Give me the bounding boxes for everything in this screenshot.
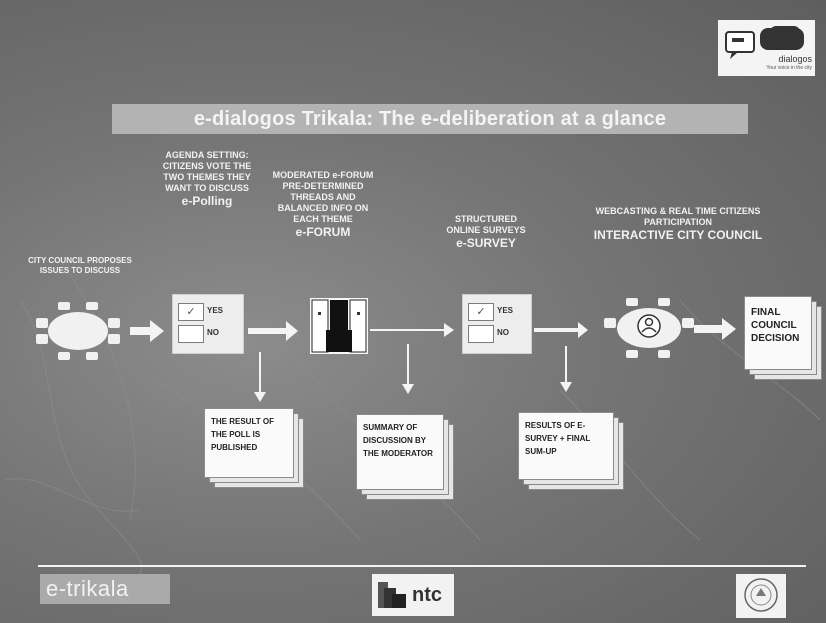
survey-ballot: ✓ YES NO — [462, 294, 532, 354]
yes-checkbox-icon: ✓ — [178, 303, 204, 321]
interactive-council-table-icon — [604, 298, 694, 358]
ntc-mark-icon — [378, 582, 406, 608]
yes-label: YES — [207, 306, 224, 315]
flow-arrow-icon — [694, 318, 736, 340]
e-trikala-logo: e-trikala — [40, 574, 170, 604]
step-3-label: MODERATED e-FORUM PRE-DETERMINED THREADS… — [268, 170, 378, 239]
page-title: e-dialogos Trikala: The e-deliberation a… — [193, 108, 667, 130]
discussion-summary-document: SUMMARY OF DISCUSSION BY THE MODERATOR — [356, 414, 444, 490]
flow-arrow-icon — [534, 322, 588, 338]
poll-result-document: THE RESULT OF THE POLL IS PUBLISHED — [204, 408, 294, 478]
step-5-subtitle: INTERACTIVE CITY COUNCIL — [593, 228, 763, 242]
step-2-subtitle: e-Polling — [181, 194, 233, 208]
ntc-logo: ntc — [372, 574, 454, 616]
survey-results-document: RESULTS OF E-SURVEY + FINAL SUM-UP — [518, 412, 614, 480]
yes-checkbox-icon: ✓ — [468, 303, 494, 321]
title-bar: e-dialogos Trikala: The e-deliberation a… — [112, 104, 748, 134]
dialogos-logo: dialogos Your voice in the city — [718, 20, 815, 76]
step-2-label: AGENDA SETTING: CITIZENS VOTE THE TWO TH… — [158, 150, 256, 208]
logo-tagline: Your voice in the city — [766, 65, 812, 71]
seal-icon — [744, 578, 778, 612]
step-1-label: CITY COUNCIL PROPOSES ISSUES TO DISCUSS — [28, 256, 132, 275]
no-checkbox-icon — [468, 325, 494, 343]
down-arrow-icon — [560, 346, 572, 392]
forum-threads-icon — [310, 298, 368, 354]
flow-arrow-icon — [130, 320, 164, 342]
down-arrow-icon — [402, 344, 414, 394]
ntc-text: ntc — [412, 584, 442, 606]
council-table-icon — [36, 302, 120, 360]
no-label: NO — [207, 328, 219, 337]
speech-bubbles-icon — [725, 26, 804, 59]
flow-arrow-icon — [370, 323, 454, 337]
yes-label: YES — [497, 306, 514, 315]
footer-divider — [38, 565, 806, 567]
final-decision-document: FINAL COUNCIL DECISION — [744, 296, 812, 370]
step-3-subtitle: e-FORUM — [295, 225, 351, 239]
flow-arrow-icon — [248, 321, 298, 341]
seal-logo — [736, 574, 786, 618]
no-label: NO — [497, 328, 509, 337]
logo-name: dialogos — [778, 54, 812, 64]
down-arrow-icon — [254, 352, 266, 402]
no-checkbox-icon — [178, 325, 204, 343]
step-5-label: WEBCASTING & REAL TIME CITIZENS PARTICIP… — [580, 206, 776, 242]
poll-ballot: ✓ YES NO — [172, 294, 244, 354]
step-4-subtitle: e-SURVEY — [456, 236, 516, 250]
step-4-label: STRUCTURED ONLINE SURVEYS e-SURVEY — [446, 214, 526, 250]
